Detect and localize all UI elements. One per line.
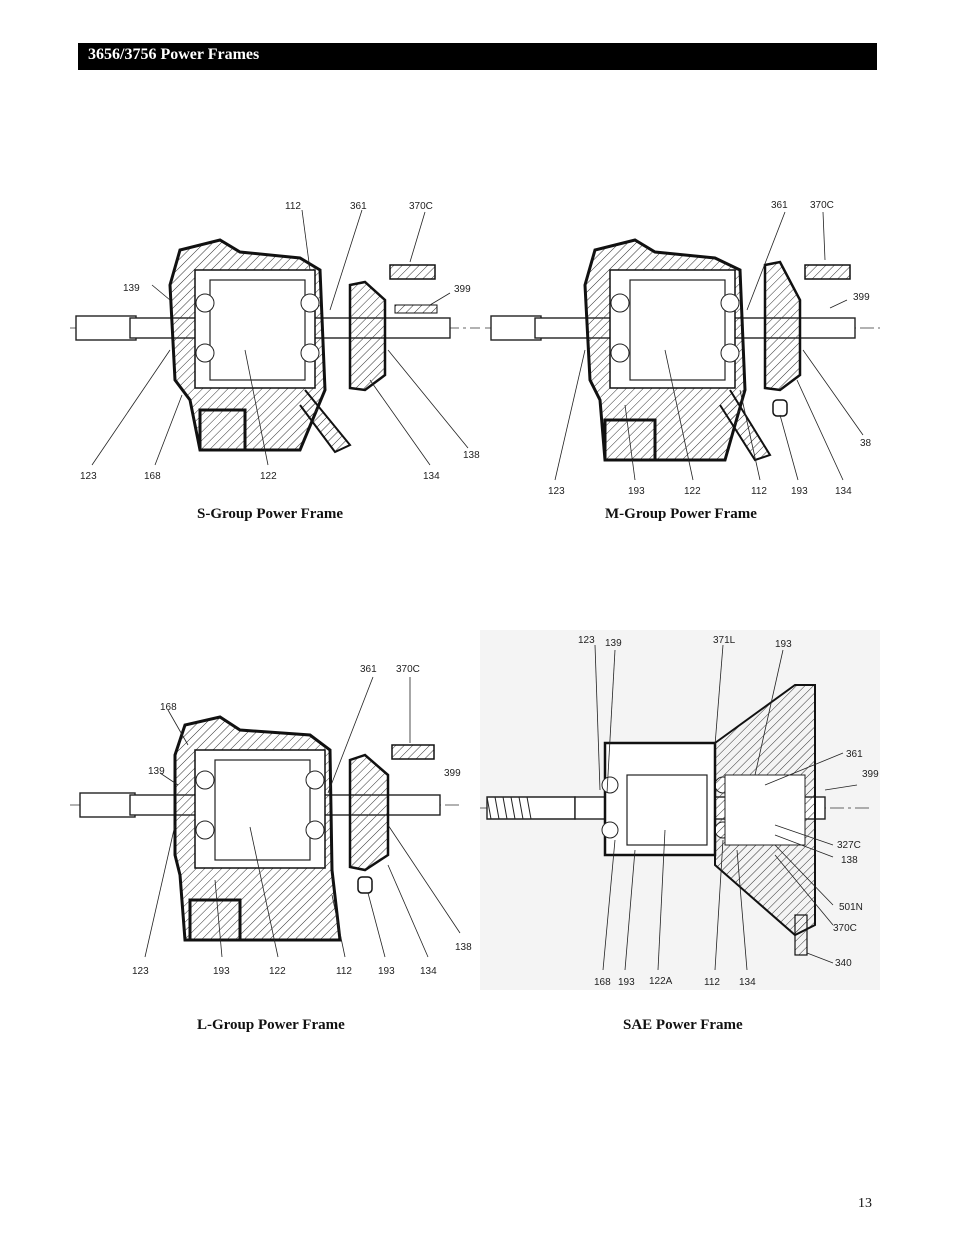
callout-label: 399 <box>853 292 870 303</box>
callout-label: 168 <box>594 977 611 988</box>
callout-label: 168 <box>144 471 161 482</box>
callout-label: 138 <box>463 450 480 461</box>
callout-label: 139 <box>123 283 140 294</box>
callout-label: 134 <box>739 977 756 988</box>
callout-label: 371L <box>713 635 736 646</box>
callout-label: 361 <box>771 200 788 211</box>
callout-label: 123 <box>578 635 595 646</box>
s-group-drawing: 112 361 370C 139 399 123 168 122 134 138 <box>70 190 490 490</box>
callout-label: 134 <box>423 471 440 482</box>
callout-label: 123 <box>548 486 565 497</box>
callout-label: 370C <box>409 201 433 212</box>
callout-label: 123 <box>132 966 149 977</box>
callout-label: 122 <box>684 486 701 497</box>
callout-label: 193 <box>378 966 395 977</box>
callout-label: 193 <box>628 486 645 497</box>
callout-label: 134 <box>420 966 437 977</box>
callout-label: 327C <box>837 840 861 851</box>
callout-label: 112 <box>751 486 767 497</box>
callout-label: 361 <box>350 201 367 212</box>
s-group-caption: S-Group Power Frame <box>197 506 344 522</box>
callout-label: 399 <box>444 768 461 779</box>
callout-label: 340 <box>835 958 852 969</box>
callout-label: 122 <box>269 966 286 977</box>
callout-label: 138 <box>841 855 858 866</box>
m-group-caption: M-Group Power Frame <box>605 506 757 522</box>
callout-label: 112 <box>704 977 720 988</box>
section-header-bar: 3656/3756 Power Frames <box>78 43 877 70</box>
callout-label: 122A <box>649 976 673 987</box>
callout-label: 193 <box>618 977 635 988</box>
callout-label: 193 <box>775 639 792 650</box>
callout-label: 193 <box>213 966 230 977</box>
callout-label: 168 <box>160 702 177 713</box>
callout-label: 399 <box>862 769 879 780</box>
callout-label: 370C <box>833 923 857 934</box>
callout-label: 38 <box>860 438 872 449</box>
callout-label: 370C <box>396 664 420 675</box>
callout-label: 138 <box>455 942 472 953</box>
m-group-drawing: 361 370C 399 38 123 193 122 112 193 134 <box>485 190 885 500</box>
l-group-caption: L-Group Power Frame <box>197 1017 345 1033</box>
sae-caption: SAE Power Frame <box>623 1017 743 1033</box>
section-title: 3656/3756 Power Frames <box>88 46 260 63</box>
callout-label: 123 <box>80 471 97 482</box>
callout-label: 112 <box>336 966 352 977</box>
callout-label: 361 <box>846 749 863 760</box>
callout-label: 370C <box>810 200 834 211</box>
callout-label: 139 <box>148 766 165 777</box>
sae-drawing: 123 139 371L 193 361 399 327C 138 501N 3… <box>475 625 885 995</box>
callout-label: 193 <box>791 486 808 497</box>
callout-label: 122 <box>260 471 277 482</box>
callout-label: 501N <box>839 902 863 913</box>
l-group-drawing: 361 370C 168 139 399 138 123 193 122 112… <box>70 655 490 985</box>
callout-label: 361 <box>360 664 377 675</box>
callout-label: 134 <box>835 486 852 497</box>
callout-label: 399 <box>454 284 471 295</box>
page-number: 13 <box>858 1196 872 1211</box>
callout-label: 112 <box>285 201 301 212</box>
callout-label: 139 <box>605 638 622 649</box>
